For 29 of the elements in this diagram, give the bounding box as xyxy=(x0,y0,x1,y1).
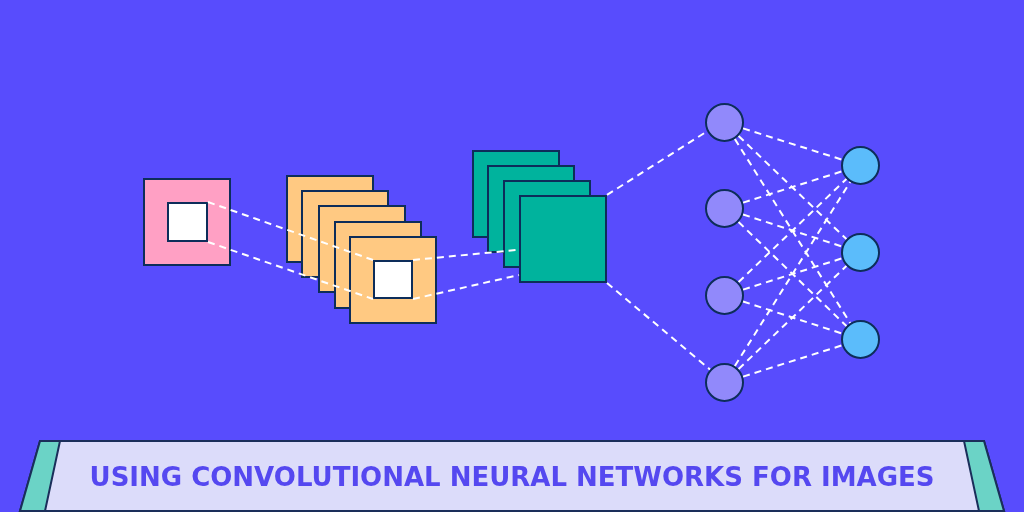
title: USING CONVOLUTIONAL NEURAL NETWORKS FOR IMAGES xyxy=(88,462,936,492)
dashed-connector xyxy=(742,344,843,378)
neuron-circle xyxy=(705,189,744,228)
feature-map-stack xyxy=(286,175,437,324)
dashed-connector xyxy=(606,282,711,371)
dashed-connector xyxy=(742,257,843,291)
dashed-connector xyxy=(742,213,843,248)
dashed-connector xyxy=(737,264,848,371)
filter-window-square xyxy=(373,260,413,299)
dashed-connector xyxy=(207,201,374,261)
dashed-connector xyxy=(207,241,374,300)
neuron-circle xyxy=(705,363,744,402)
dashed-connector xyxy=(737,177,848,284)
dashed-connector xyxy=(733,181,852,367)
input-image-square xyxy=(143,178,231,266)
neuron-circle xyxy=(705,276,744,315)
dashed-connector xyxy=(733,138,852,324)
dashed-connector xyxy=(742,127,843,161)
dashed-connector xyxy=(742,170,843,204)
output-neuron-circle xyxy=(841,233,880,272)
neuron-circle xyxy=(705,103,744,142)
dashed-connector xyxy=(412,274,520,300)
output-neuron-circle xyxy=(841,146,880,185)
output-neuron-circle xyxy=(841,320,880,359)
dashed-connector xyxy=(737,134,848,241)
pooled-map-stack xyxy=(472,150,607,283)
dashed-connector xyxy=(737,221,848,327)
filter-window-square xyxy=(167,202,208,242)
dashed-connector xyxy=(742,300,843,335)
